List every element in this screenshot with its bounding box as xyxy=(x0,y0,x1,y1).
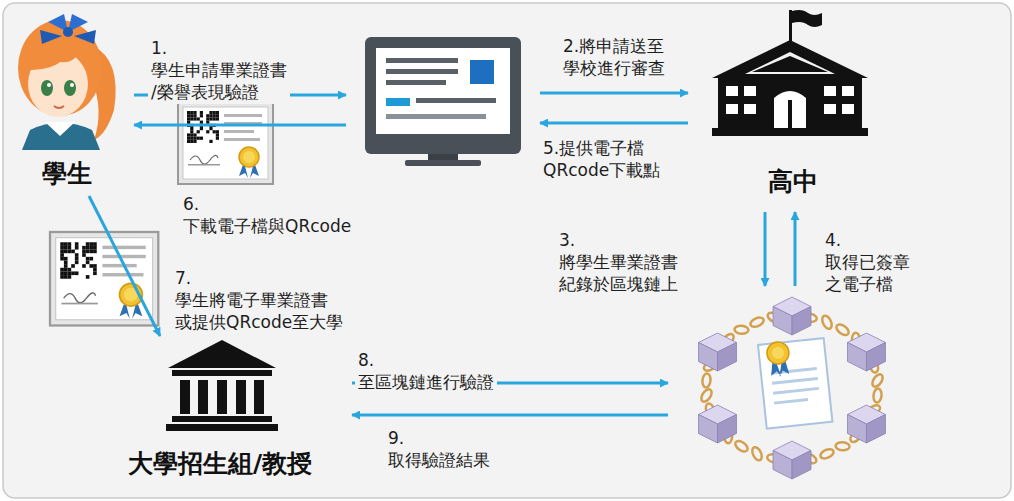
node-label: 學生 xyxy=(38,155,96,192)
flow-arrow xyxy=(540,122,688,125)
flow-arrow xyxy=(764,212,767,286)
step-label: 2.將申請送至 學校進行審查 xyxy=(560,34,668,80)
student-figure xyxy=(18,14,116,150)
flow-arrow xyxy=(794,212,797,286)
step-label: 3.將學生畢業證書 紀錄於區塊鏈上 xyxy=(556,228,681,296)
node-label: 大學招生組/教授 xyxy=(124,445,316,482)
flow-arrow xyxy=(89,196,160,336)
step-label: 8.至區塊鏈進行驗證 xyxy=(355,348,497,394)
node-label: 高中 xyxy=(764,163,822,200)
computer-icon xyxy=(365,37,521,166)
node-box: 學生 xyxy=(12,8,122,192)
step-label: 7.學生將電子畢業證書 或提供QRcode至大學 xyxy=(172,266,346,334)
school-icon xyxy=(712,10,868,136)
blockchain-ring xyxy=(699,297,886,479)
university-icon xyxy=(166,340,278,431)
flow-arrow xyxy=(352,414,668,417)
step-label: 6.下載電子檔與QRcode xyxy=(180,192,354,238)
node-box xyxy=(358,30,528,166)
blockchain-certificate xyxy=(758,337,833,428)
node-box: 高中 xyxy=(700,8,885,200)
step-label: 9.取得驗證結果 xyxy=(385,426,493,472)
flow-arrow xyxy=(540,92,688,95)
certificate-image xyxy=(50,232,158,325)
flow-arrow xyxy=(134,124,346,127)
node-box xyxy=(680,292,905,484)
certificate-image xyxy=(178,102,273,184)
step-label: 1.學生申請畢業證書 /榮譽表現驗證 xyxy=(148,36,290,104)
step-label: 4.取得已簽章 之電子檔 xyxy=(822,228,913,296)
step-label: 5.提供電子檔 QRcode下載點 xyxy=(540,136,663,182)
node-box: 大學招生組/教授 xyxy=(100,340,340,482)
